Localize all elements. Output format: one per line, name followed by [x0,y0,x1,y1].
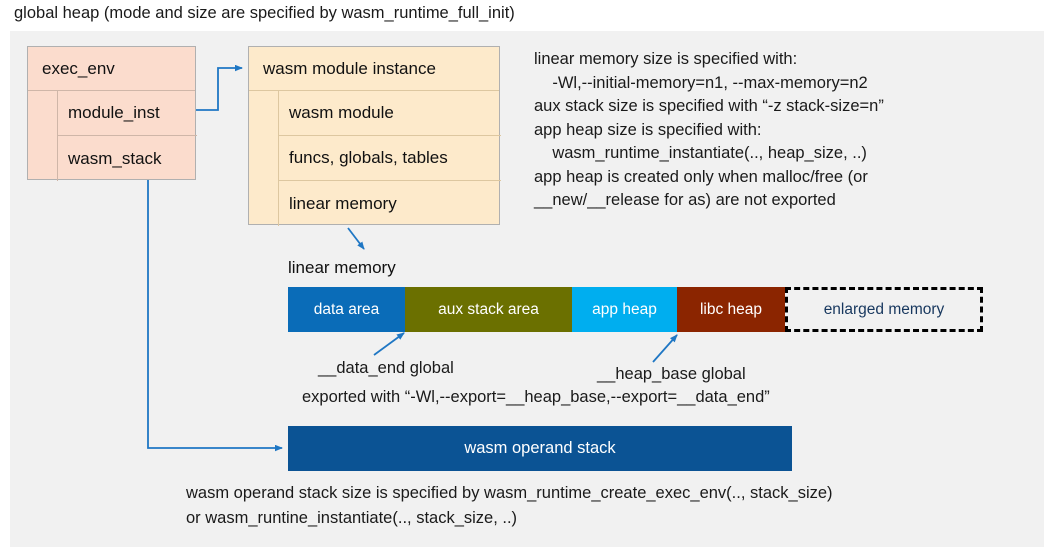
annotation-data-end: __data_end global [318,359,454,377]
module-instance-field-funcs-globals-tables: funcs, globals, tables [279,136,501,181]
memory-segment-libc-heap: libc heap [677,287,785,332]
annotation-heap-base: __heap_base global [597,365,746,383]
linear-memory-bar-label: linear memory [288,258,396,277]
module-instance-box: wasm module instance wasm module funcs, … [248,46,501,226]
exec-env-gutter [28,91,58,181]
module-instance-field-wasm-module: wasm module [279,91,501,136]
exec-env-box: exec_env module_inst wasm_stack [27,46,197,181]
memory-segment-app-heap: app heap [572,287,677,332]
linear-memory-note: linear memory size is specified with: -W… [534,50,884,209]
wasm-operand-stack-bar: wasm operand stack [288,426,792,471]
module-instance-header: wasm module instance [249,47,499,91]
memory-segment-enlarged-memory: enlarged memory [785,287,983,332]
operand-stack-note: wasm operand stack size is specified by … [186,484,833,527]
exec-env-field-wasm-stack: wasm_stack [68,148,162,168]
module-instance-gutter [249,91,279,226]
memory-segment-aux-stack-area: aux stack area [405,287,572,332]
module-instance-field-linear-memory: linear memory [289,193,397,213]
page-title: global heap (mode and size are specified… [14,4,515,22]
annotation-exported: exported with “-Wl,--export=__heap_base,… [302,388,770,406]
exec-env-field-module-inst: module_inst [58,91,197,136]
exec-env-header: exec_env [28,47,195,91]
memory-segment-data-area: data area [288,287,405,332]
